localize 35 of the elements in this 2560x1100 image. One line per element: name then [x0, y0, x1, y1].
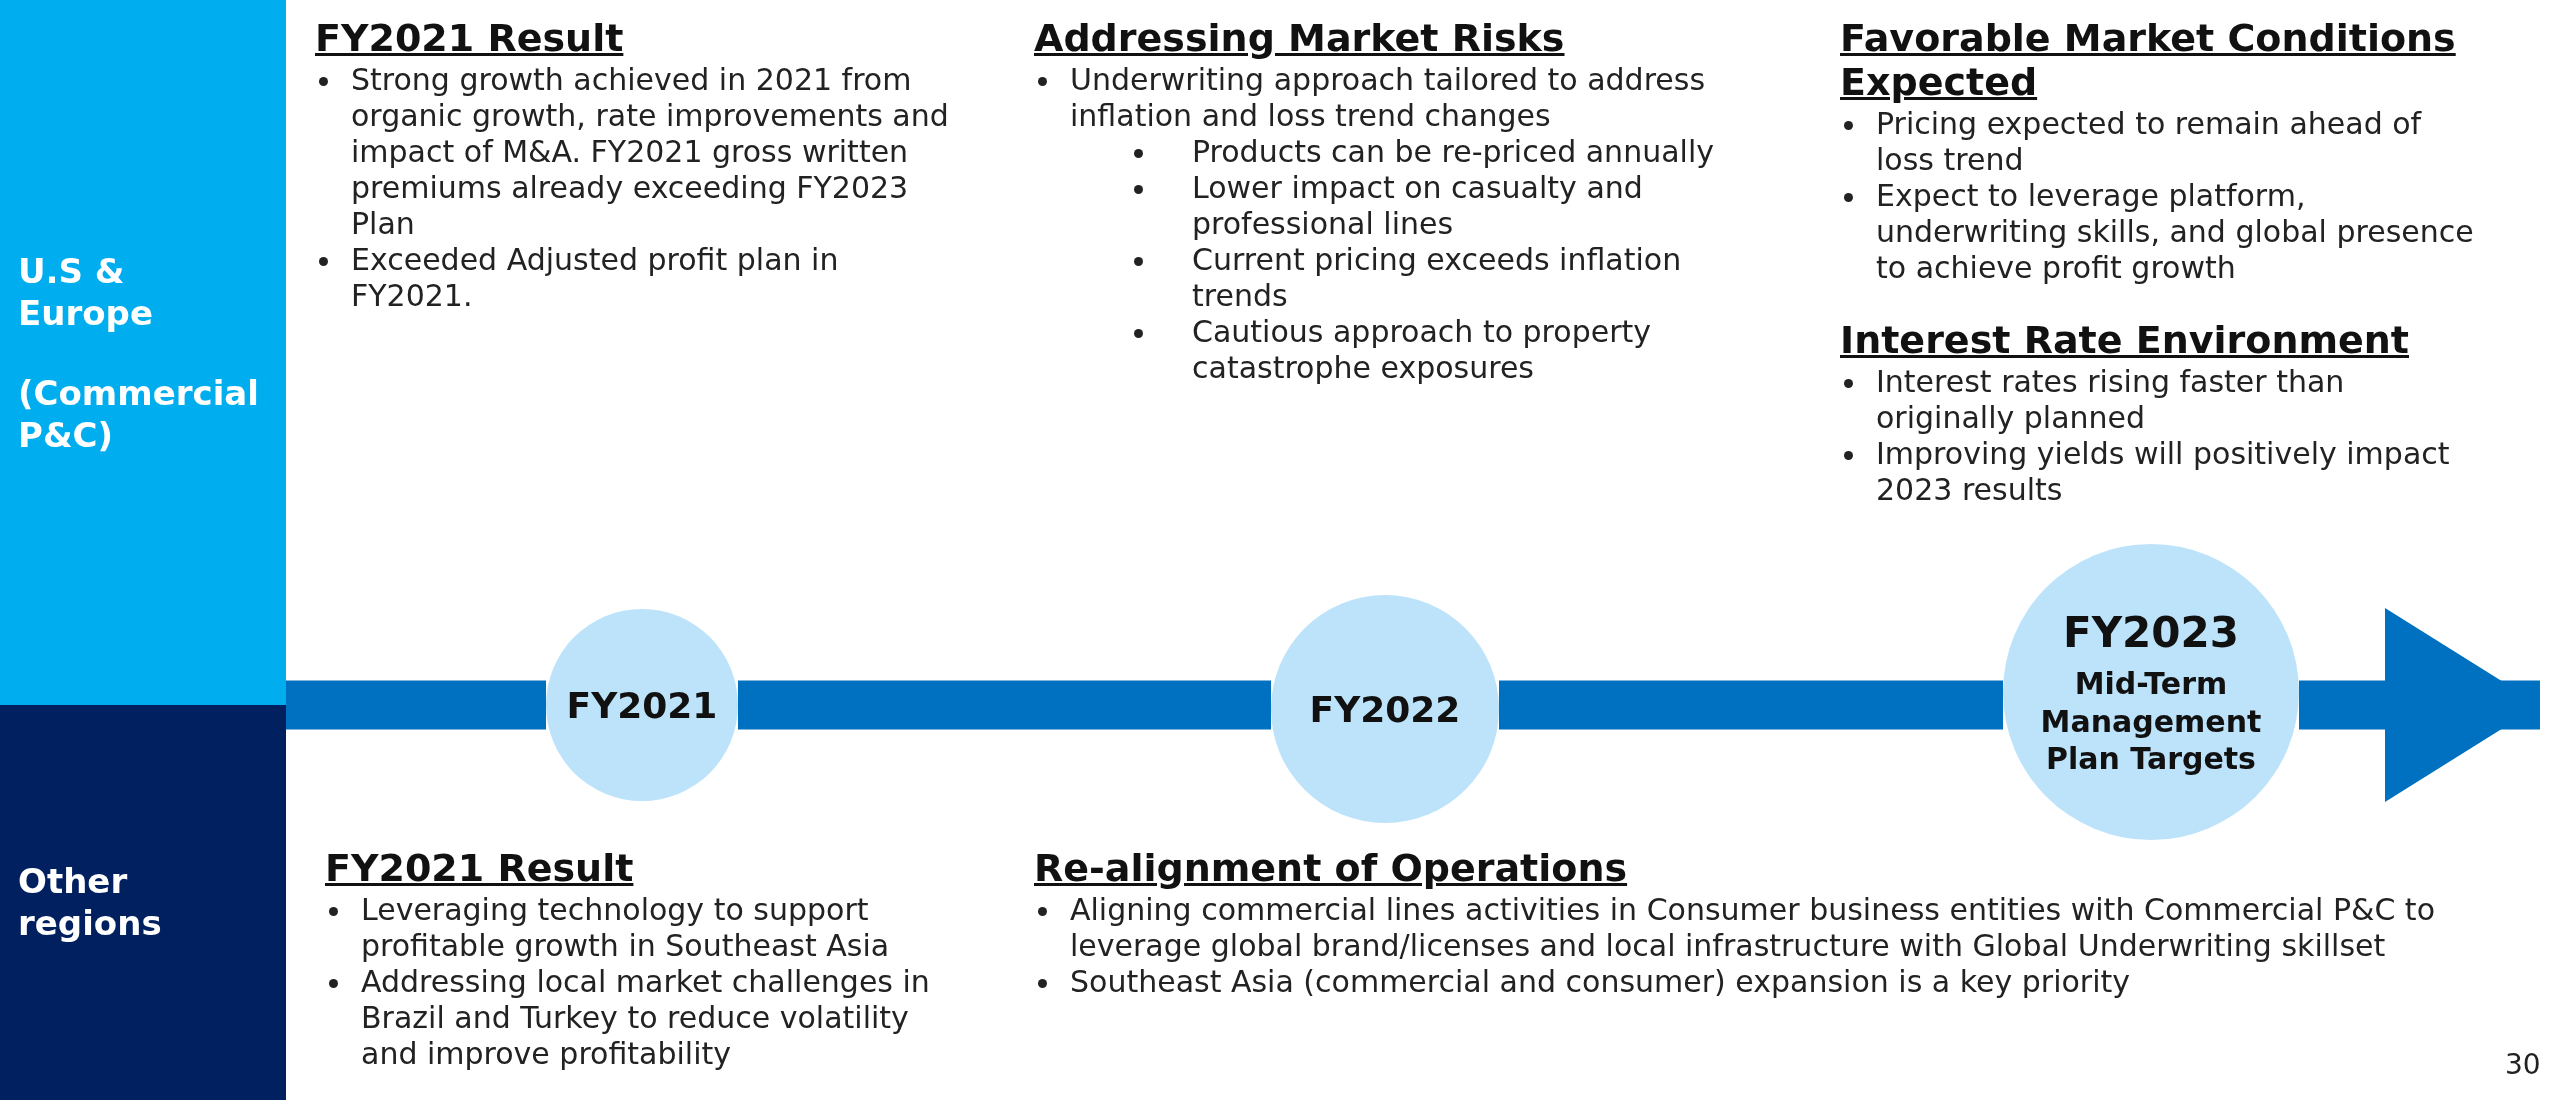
bullet-text: Aligning commercial lines activities in Consumer business entities with Commercial P&C to leverage global brand/licenses and local infrastructure with Global Underwriting skillset	[1070, 892, 2435, 963]
timeline-bar	[286, 680, 546, 730]
region-band	[0, 0, 286, 705]
bullet-text: Addressing local market challenges in Brazil and Turkey to reduce volatility and improve profitability	[361, 964, 930, 1071]
region-label: (Commercial P&C)	[18, 372, 260, 456]
timeline-arrow	[2299, 608, 2540, 802]
section-heading: FY2021 Result	[325, 846, 634, 890]
year-label: FY2022	[1309, 687, 1461, 732]
bullet-text: Lower impact on casualty and professional lines	[1192, 170, 1643, 241]
bullet-text: Southeast Asia (commercial and consumer) expansion is a key priority	[1070, 964, 2131, 999]
section-heading: Re-alignment of Operations	[1034, 846, 1628, 890]
section-heading: Favorable Market Conditions Expected	[1840, 16, 2457, 104]
bullet-text: Interest rates rising faster than originally planned	[1876, 364, 2345, 435]
bullet-text: Leveraging technology to support profitable growth in Southeast Asia	[361, 892, 890, 963]
year-label: FY2023	[2063, 606, 2239, 659]
bullet-text: Expect to leverage platform, underwriting skills, and global presence to achieve profit growth	[1876, 178, 2474, 285]
bullet-text: Exceeded Adjusted profit plan in FY2021.	[351, 242, 839, 313]
timeline-bar	[738, 680, 1271, 730]
target-label: Mid-Term Management Plan Targets	[2039, 665, 2263, 778]
bullet-text: Pricing expected to remain ahead of loss trend	[1876, 106, 2422, 177]
bullet-text: Strong growth achieved in 2021 from organic growth, rate improvements and impact of M&A. FY2021 gross written premiums already exceeding FY2023 Plan	[351, 62, 949, 241]
bullet-text: Improving yields will positively impact 2023 results	[1876, 436, 2450, 507]
bullet-text: Underwriting approach tailored to address inflation and loss trend changes	[1070, 62, 1706, 133]
bullet-text: Cautious approach to property catastrophe exposures	[1192, 314, 1651, 385]
timeline-bar	[1499, 680, 2003, 730]
region-label: Other regions	[18, 860, 163, 944]
page-number: 30	[2505, 1048, 2541, 1081]
bullet-text: Current pricing exceeds inflation trends	[1192, 242, 1682, 313]
year-label: FY2021	[566, 683, 718, 728]
region-label: U.S & Europe	[18, 250, 154, 334]
section-heading: Addressing Market Risks	[1034, 16, 1565, 60]
section-heading: Interest Rate Environment	[1840, 318, 2410, 362]
region-band	[0, 705, 286, 1100]
bullet-text: Products can be re-priced annually	[1192, 134, 1714, 169]
section-heading: FY2021 Result	[315, 16, 624, 60]
